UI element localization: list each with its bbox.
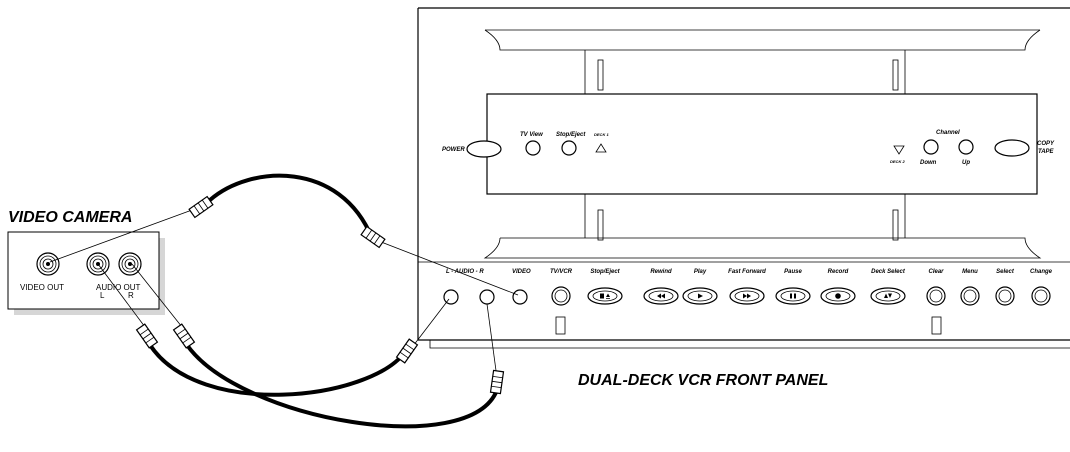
deck2-tape-indicator: [931, 316, 942, 335]
audio-right-plug-vcr-end: [489, 369, 505, 395]
change-button-inner: [1034, 289, 1048, 303]
fast-forward-icon: [743, 293, 751, 299]
deck-select-button-inner: [875, 290, 901, 302]
video-cable: [208, 173, 374, 240]
deck1-label: DECK 1: [594, 132, 609, 137]
deck-select-label: Deck Select: [871, 269, 906, 275]
menu-button-inner: [963, 289, 977, 303]
audio-left-input-jack[interactable]: [443, 289, 459, 305]
pause-button[interactable]: [775, 287, 811, 305]
copy-label: COPY: [1037, 141, 1055, 147]
pause-icon: [790, 293, 796, 299]
audio-out-right-jack[interactable]: [118, 252, 142, 276]
cables: [49, 173, 519, 429]
vcr-body: [417, 7, 1070, 349]
rewind-button-inner: [648, 290, 674, 302]
video-out-jack[interactable]: [36, 252, 60, 276]
tv-vcr-button-inner: [554, 289, 568, 303]
video-out-label: VIDEO OUT: [20, 283, 64, 292]
rewind-label: Rewind: [650, 269, 672, 275]
record-label: Record: [828, 269, 849, 275]
camera-title: VIDEO CAMERA: [8, 209, 132, 226]
record-icon: [835, 293, 841, 299]
audio-out-left-label: L: [100, 291, 105, 300]
deck-select-button[interactable]: [870, 287, 906, 305]
stop-eject-upper-button[interactable]: [561, 140, 577, 156]
audio-right-cable: [185, 343, 499, 429]
audio-right-input-jack[interactable]: [479, 289, 495, 305]
channel-label: Channel: [936, 130, 960, 136]
pause-button-inner: [780, 290, 806, 302]
audio-left-plug-camera-end: [135, 323, 159, 349]
channel-up-label: Up: [962, 160, 970, 166]
audio-out-right-label: R: [128, 291, 134, 300]
stop-eject-button[interactable]: [587, 287, 623, 305]
play-label: Play: [694, 269, 707, 275]
record-button-inner: [825, 290, 851, 302]
tv-vcr-label: TV/VCR: [550, 269, 573, 275]
vcr-caption: DUAL-DECK VCR FRONT PANEL: [578, 372, 828, 389]
audio-input-label: L - AUDIO - R: [446, 269, 484, 275]
lower-control-panel: L - AUDIO - R VIDEO TV/VCR Stop/Eject Rewi…: [443, 269, 1053, 335]
clear-label: Clear: [928, 269, 944, 275]
stop-eject-button-inner: [592, 290, 618, 302]
deck2-indicator-icon: [893, 145, 905, 155]
power-label: POWER: [442, 147, 465, 153]
audio-left-plug-vcr-end: [395, 338, 419, 364]
clear-button-inner: [929, 289, 943, 303]
deck1-indicator-icon: [595, 143, 607, 153]
audio-out-label: AUDIO OUT: [96, 283, 141, 292]
video-input-label: VIDEO: [512, 269, 531, 275]
audio-left-cable: [148, 343, 407, 397]
rewind-icon: [657, 293, 665, 299]
tape-label: TAPE: [1038, 149, 1055, 155]
deck1-tape-indicator: [555, 316, 566, 335]
change-label: Change: [1030, 269, 1053, 275]
video-input-jack[interactable]: [512, 289, 528, 305]
select-button-inner: [998, 289, 1012, 303]
video-plug-camera-end: [188, 195, 214, 219]
play-button-inner: [687, 290, 713, 302]
menu-label: Menu: [962, 269, 978, 275]
stop-eject-label: Stop/Eject: [590, 269, 620, 275]
power-button[interactable]: [466, 140, 502, 158]
fast-forward-button-inner: [734, 290, 760, 302]
fast-forward-label: Fast Forward: [728, 269, 766, 275]
tv-view-label: TV View: [520, 132, 543, 138]
tv-view-button[interactable]: [525, 140, 541, 156]
pause-label: Pause: [784, 269, 802, 275]
channel-down-label: Down: [920, 160, 937, 166]
stop-eject-icon: [600, 293, 610, 299]
deck2-label: DECK 2: [890, 159, 905, 164]
video-plug-vcr-end: [360, 225, 386, 249]
play-icon: [698, 293, 703, 299]
upper-control-panel: POWER TV View Stop/Eject DECK 1 DECK 2 C…: [442, 130, 1055, 166]
channel-up-button[interactable]: [958, 139, 974, 155]
transport-button-row: TV/VCR Stop/Eject Rewind Play Fast Forward Pa…: [550, 269, 1053, 306]
stop-eject-upper-label: Stop/Eject: [556, 132, 586, 138]
audio-right-plug-camera-end: [172, 323, 196, 349]
video-camera: VIDEO CAMERA VIDEO OUT AUDIO OUT L R: [7, 209, 165, 315]
channel-down-button[interactable]: [923, 139, 939, 155]
copy-tape-button[interactable]: [994, 139, 1030, 157]
deck-select-icon: [884, 293, 892, 298]
select-label: Select: [996, 269, 1015, 275]
